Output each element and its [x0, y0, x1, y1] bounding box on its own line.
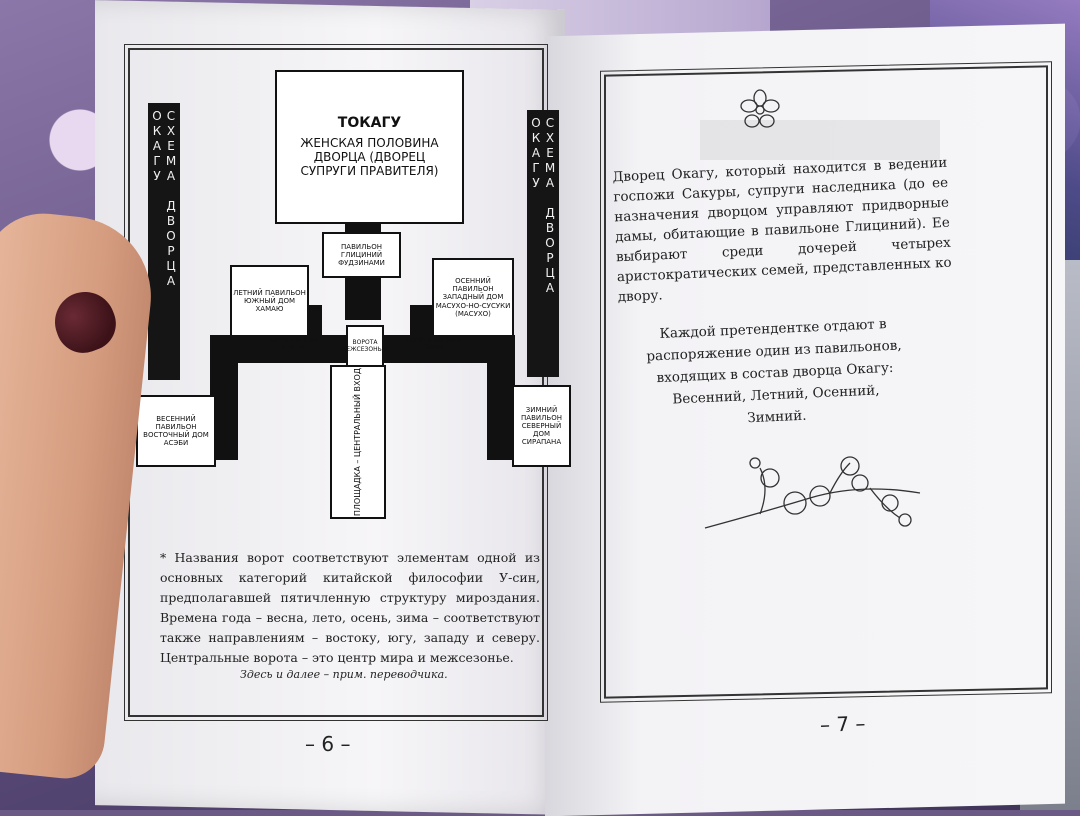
connector-right-vertical [487, 335, 515, 460]
main-building-tokagu: ТОКАГУ ЖЕНСКАЯ ПОЛОВИНА ДВОРЦА (ДВОРЕЦ С… [275, 70, 464, 224]
footnote-text: * Названия ворот соответствуют элементам… [160, 550, 540, 665]
translator-note: Здесь и далее – прим. переводчика. [240, 668, 448, 681]
page-number-left: – 6 – [305, 732, 351, 756]
right-page-paragraph: Дворец Окагу, который находится в ведени… [612, 154, 952, 306]
scheme-banner-right: СХЕМА ДВОРЦА ОКАГУ [527, 110, 559, 377]
autumn-pavilion-label: ОСЕННИЙ ПАВИЛЬОН ЗАПАДНЫЙ ДОМ МАСУХО-НО-… [435, 277, 511, 318]
spring-pavilion: ВЕСЕННИЙ ПАВИЛЬОН ВОСТОЧНЫЙ ДОМ АСЭБИ [136, 395, 216, 467]
cherry-blossom-icon [740, 89, 780, 128]
gate-interseason-label: ВОРОТА МЕЖСЕЗОНЬЯ* [341, 339, 389, 353]
main-building-title: ТОКАГУ [337, 115, 402, 132]
winter-pavilion-label: ЗИМНИЙ ПАВИЛЬОН СЕВЕРНЫЙ ДОМ СИРАПАНА [521, 405, 562, 447]
gate-autumn-winter: ВОРОТА ОСЕНИ И ЗИМЫ [404, 332, 464, 358]
winter-pavilion: ЗИМНИЙ ПАВИЛЬОН СЕВЕРНЫЙ ДОМ СИРАПАНА [512, 385, 571, 467]
central-square: ПЛОЩАДКА – ЦЕНТРАЛЬНЫЙ ВХОД [330, 365, 386, 519]
summer-pavilion: ЛЕТНИЙ ПАВИЛЬОН ЮЖНЫЙ ДОМ ХАМАЮ [230, 265, 309, 337]
wisteria-pavilion-label: ПАВИЛЬОН ГЛИЦИНИЙ ФУДЗИНАМИ [338, 242, 385, 268]
connector-wisteria-vertical [345, 270, 381, 320]
gate-spring-summer-label: ВОРОТА ВЕСНЫ И ЛЕТА [268, 337, 318, 351]
right-page-centered-text: Каждой претендентке отдают в распоряжени… [646, 316, 902, 427]
summer-pavilion-label: ЛЕТНИЙ ПАВИЛЬОН ЮЖНЫЙ ДОМ ХАМАЮ [233, 288, 306, 314]
central-square-label: ПЛОЩАДКА – ЦЕНТРАЛЬНЫЙ ВХОД [353, 367, 363, 517]
connector-autumn [410, 305, 432, 335]
main-building-subtitle: ЖЕНСКАЯ ПОЛОВИНА ДВОРЦА (ДВОРЕЦ СУПРУГИ … [300, 136, 439, 178]
spring-pavilion-label: ВЕСЕННИЙ ПАВИЛЬОН ВОСТОЧНЫЙ ДОМ АСЭБИ [143, 414, 209, 448]
gate-interseason: ВОРОТА МЕЖСЕЗОНЬЯ* [341, 325, 389, 369]
cherry-branch-icon [704, 456, 921, 529]
scheme-banner-left: СХЕМА ДВОРЦА ОКАГУ [148, 103, 180, 380]
wisteria-pavilion: ПАВИЛЬОН ГЛИЦИНИЙ ФУДЗИНАМИ [322, 232, 401, 278]
page-number-right: – 7 – [819, 711, 866, 737]
autumn-pavilion: ОСЕННИЙ ПАВИЛЬОН ЗАПАДНЫЙ ДОМ МАСУХО-НО-… [432, 258, 514, 337]
gate-spring-summer: ВОРОТА ВЕСНЫ И ЛЕТА [268, 332, 318, 358]
gate-autumn-winter-label: ВОРОТА ОСЕНИ И ЗИМЫ [406, 337, 462, 351]
show-through-blot [700, 120, 940, 160]
